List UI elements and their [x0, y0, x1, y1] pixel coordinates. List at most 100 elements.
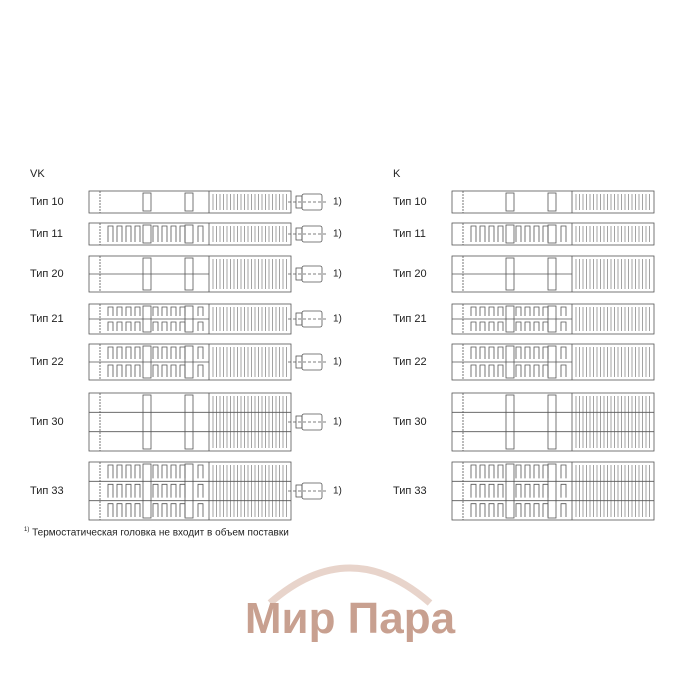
row-label-k: Тип 21: [393, 313, 427, 325]
convector-fin: [197, 346, 204, 359]
radiator-body: [451, 222, 655, 246]
radiator-drawing-vk: [88, 343, 326, 381]
bracket: [142, 463, 152, 519]
convector-fin: [197, 321, 204, 331]
convector-fin: [470, 321, 477, 331]
row-label-k: Тип 22: [393, 356, 427, 368]
convector-fin: [197, 225, 204, 242]
convector-fin: [170, 346, 177, 359]
convector-fin: [470, 503, 477, 517]
row-label-vk: Тип 20: [30, 268, 64, 280]
convector-fin: [107, 483, 114, 498]
note-ref: 1): [333, 196, 342, 208]
convector-fin: [533, 346, 540, 359]
bracket: [505, 305, 515, 333]
convector-fin: [161, 225, 168, 242]
convector-fin: [488, 364, 495, 377]
convector-fin: [533, 306, 540, 316]
row-label-k: Тип 30: [393, 416, 427, 428]
convector-fin: [542, 346, 549, 359]
convector-fin: [524, 225, 531, 242]
convector-fin: [116, 321, 123, 331]
note-ref: 1): [333, 268, 342, 280]
radiator-body: [88, 190, 292, 214]
convector-fin: [479, 321, 486, 331]
convector-fin: [542, 225, 549, 242]
radiator-drawing-k: [451, 392, 655, 452]
convector-fin: [470, 483, 477, 498]
footnote-text: Термостатическая головка не входит в объ…: [32, 527, 289, 539]
bracket: [142, 345, 152, 379]
convector-fin: [533, 483, 540, 498]
convector-fin: [479, 483, 486, 498]
convector-fin: [515, 464, 522, 479]
convector-fin: [497, 364, 504, 377]
convector-fin: [488, 503, 495, 517]
convector-fin: [542, 364, 549, 377]
convector-fin: [152, 503, 159, 517]
convector-fin: [197, 483, 204, 498]
bracket: [184, 394, 194, 450]
bracket: [142, 305, 152, 333]
convector-fin: [161, 364, 168, 377]
convector-fin: [524, 306, 531, 316]
watermark-arc: [267, 564, 433, 606]
bracket: [184, 192, 194, 212]
bracket: [184, 257, 194, 291]
radiator-drawing-vk: [88, 392, 326, 452]
convector-fin: [134, 364, 141, 377]
convector-fin: [170, 321, 177, 331]
convector-fin: [560, 503, 567, 517]
convector-fin: [497, 321, 504, 331]
row-label-vk: Тип 10: [30, 196, 64, 208]
radiator-drawing-k: [451, 461, 655, 521]
footnote-marker: 1): [24, 527, 30, 533]
footnote: 1) Термостатическая головка не входит в …: [24, 527, 289, 538]
convector-fin: [470, 306, 477, 316]
convector-fin: [497, 306, 504, 316]
section-title-vk: VK: [30, 168, 45, 180]
convector-fin: [560, 306, 567, 316]
convector-fin: [497, 483, 504, 498]
thermostatic-head: [301, 193, 323, 211]
convector-fin: [515, 306, 522, 316]
radiator-drawing-k: [451, 303, 655, 335]
convector-fin: [560, 464, 567, 479]
convector-fin: [524, 321, 531, 331]
convector-fin: [533, 503, 540, 517]
convector-fin: [116, 306, 123, 316]
radiator-body: [451, 392, 655, 452]
convector-fin: [107, 503, 114, 517]
watermark-logo: Мир Пара: [245, 564, 456, 643]
convector-fin: [170, 364, 177, 377]
bracket: [547, 345, 557, 379]
convector-fin: [479, 503, 486, 517]
convector-fin: [560, 364, 567, 377]
convector-fin: [161, 346, 168, 359]
row-label-k: Тип 10: [393, 196, 427, 208]
row-label-vk: Тип 22: [30, 356, 64, 368]
convector-fin: [515, 364, 522, 377]
convector-fin: [515, 346, 522, 359]
radiator-drawing-k: [451, 190, 655, 214]
convector-fin: [524, 464, 531, 479]
convector-fin: [152, 306, 159, 316]
convector-fin: [134, 346, 141, 359]
convector-fin: [161, 306, 168, 316]
bracket: [505, 192, 515, 212]
radiator-drawing-vk: [88, 461, 326, 521]
radiator-drawing-k: [451, 343, 655, 381]
convector-fin: [533, 321, 540, 331]
radiator-drawing-vk: [88, 303, 326, 335]
convector-fin: [497, 464, 504, 479]
convector-fin: [524, 503, 531, 517]
convector-fin: [152, 464, 159, 479]
convector-fin: [152, 225, 159, 242]
bracket: [184, 345, 194, 379]
convector-fin: [179, 483, 186, 498]
convector-fin: [542, 321, 549, 331]
convector-fin: [197, 503, 204, 517]
convector-fin: [560, 483, 567, 498]
note-ref: 1): [333, 485, 342, 497]
convector-fin: [134, 321, 141, 331]
